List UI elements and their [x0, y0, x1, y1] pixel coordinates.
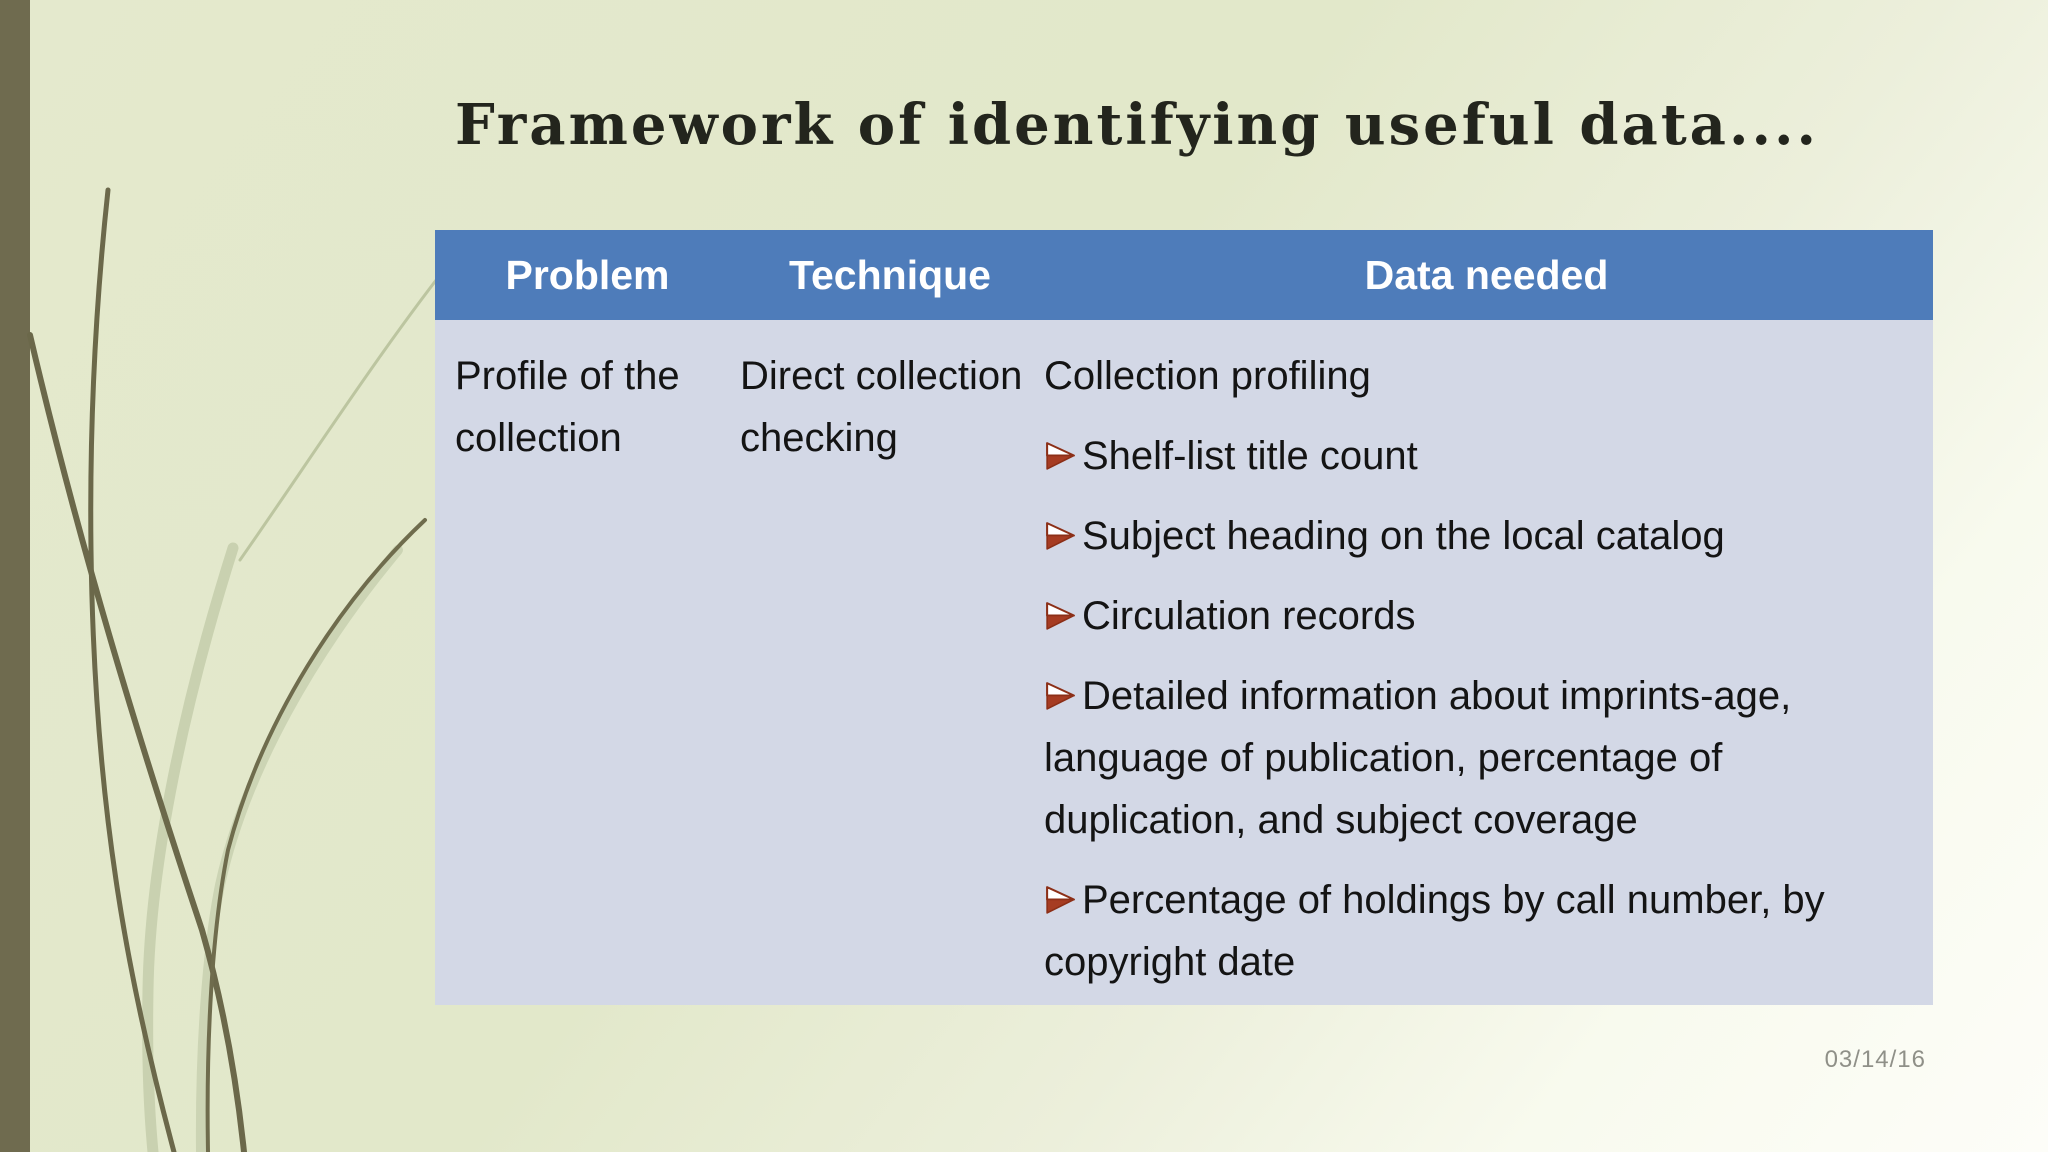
list-item-label: Detailed information about imprints-age,…	[1044, 674, 1792, 842]
3d-arrowhead-right-icon	[1046, 682, 1075, 710]
3d-arrowhead-right-icon	[1046, 442, 1075, 470]
list-item: Circulation records	[1044, 585, 1873, 647]
list-item-label: Circulation records	[1082, 594, 1416, 638]
header-cell-technique: Technique	[789, 251, 991, 298]
list-item: Percentage of holdings by call number, b…	[1044, 869, 1873, 993]
cell-technique: Direct collection checking	[740, 354, 1023, 460]
list-item-label: Percentage of holdings by call number, b…	[1044, 878, 1825, 984]
framework-table: Problem Technique Data needed Profile of…	[435, 230, 1933, 1005]
list-item: Subject heading on the local catalog	[1044, 505, 1873, 567]
cell-problem: Profile of the collection	[455, 354, 680, 460]
cell-data-needed: Collection profiling Shelf-list title co…	[1040, 320, 1933, 1005]
page-title: Framework of identifying useful data....	[455, 92, 1819, 158]
header-cell-problem: Problem	[505, 251, 670, 298]
list-item: Shelf-list title count	[1044, 425, 1873, 487]
table-row: Profile of the collection Direct collect…	[435, 320, 1933, 1005]
3d-arrowhead-right-icon	[1046, 886, 1075, 914]
table-header-row: Problem Technique Data needed	[435, 230, 1933, 320]
list-item: Detailed information about imprints-age,…	[1044, 665, 1873, 851]
list-item-label: Subject heading on the local catalog	[1082, 514, 1725, 558]
grass-decoration-icon	[27, 187, 460, 1152]
data-needed-intro: Collection profiling	[1044, 354, 1371, 398]
header-cell-data-needed: Data needed	[1364, 251, 1609, 298]
list-item-label: Shelf-list title count	[1082, 434, 1418, 478]
3d-arrowhead-right-icon	[1046, 602, 1075, 630]
slide-date: 03/14/16	[1824, 1046, 1926, 1073]
left-accent-bar	[0, 0, 30, 1152]
3d-arrowhead-right-icon	[1046, 522, 1075, 550]
